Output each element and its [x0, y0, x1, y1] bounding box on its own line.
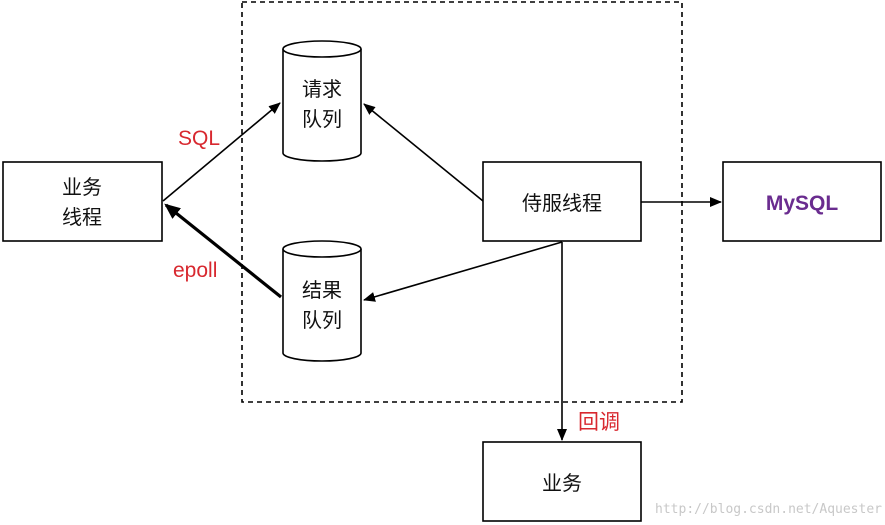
edge-server-to-result-arrow [363, 241, 563, 302]
epoll-edge-label: epoll [173, 259, 217, 282]
request-queue-label-line2: 队列 [302, 107, 342, 131]
result-queue-node: 结果 队列 [282, 240, 362, 362]
watermark-text: http://blog.csdn.net/Aquester [655, 502, 882, 517]
business-thread-node: 业务 线程 [2, 161, 163, 242]
mysql-label: MySQL [766, 192, 839, 215]
server-thread-node: 侍服线程 [482, 161, 642, 242]
request-queue-label-line1: 请求 [302, 77, 342, 101]
result-queue-label-line1: 结果 [302, 278, 342, 302]
edge-sql-arrow [162, 102, 281, 202]
business-thread-label-line1: 业务 [62, 175, 102, 199]
business-label: 业务 [542, 471, 582, 495]
business-thread-label-line2: 线程 [62, 205, 102, 229]
callback-edge-label: 回调 [578, 411, 620, 434]
business-node: 业务 [482, 441, 642, 522]
sql-edge-label: SQL [178, 127, 220, 150]
result-queue-label-line2: 队列 [302, 308, 342, 332]
edge-server-to-request-arrow [363, 103, 484, 202]
request-queue-node: 请求 队列 [282, 40, 362, 162]
edge-epoll-arrow [164, 203, 282, 299]
server-thread-label: 侍服线程 [522, 191, 602, 215]
mysql-node: MySQL [722, 161, 882, 242]
